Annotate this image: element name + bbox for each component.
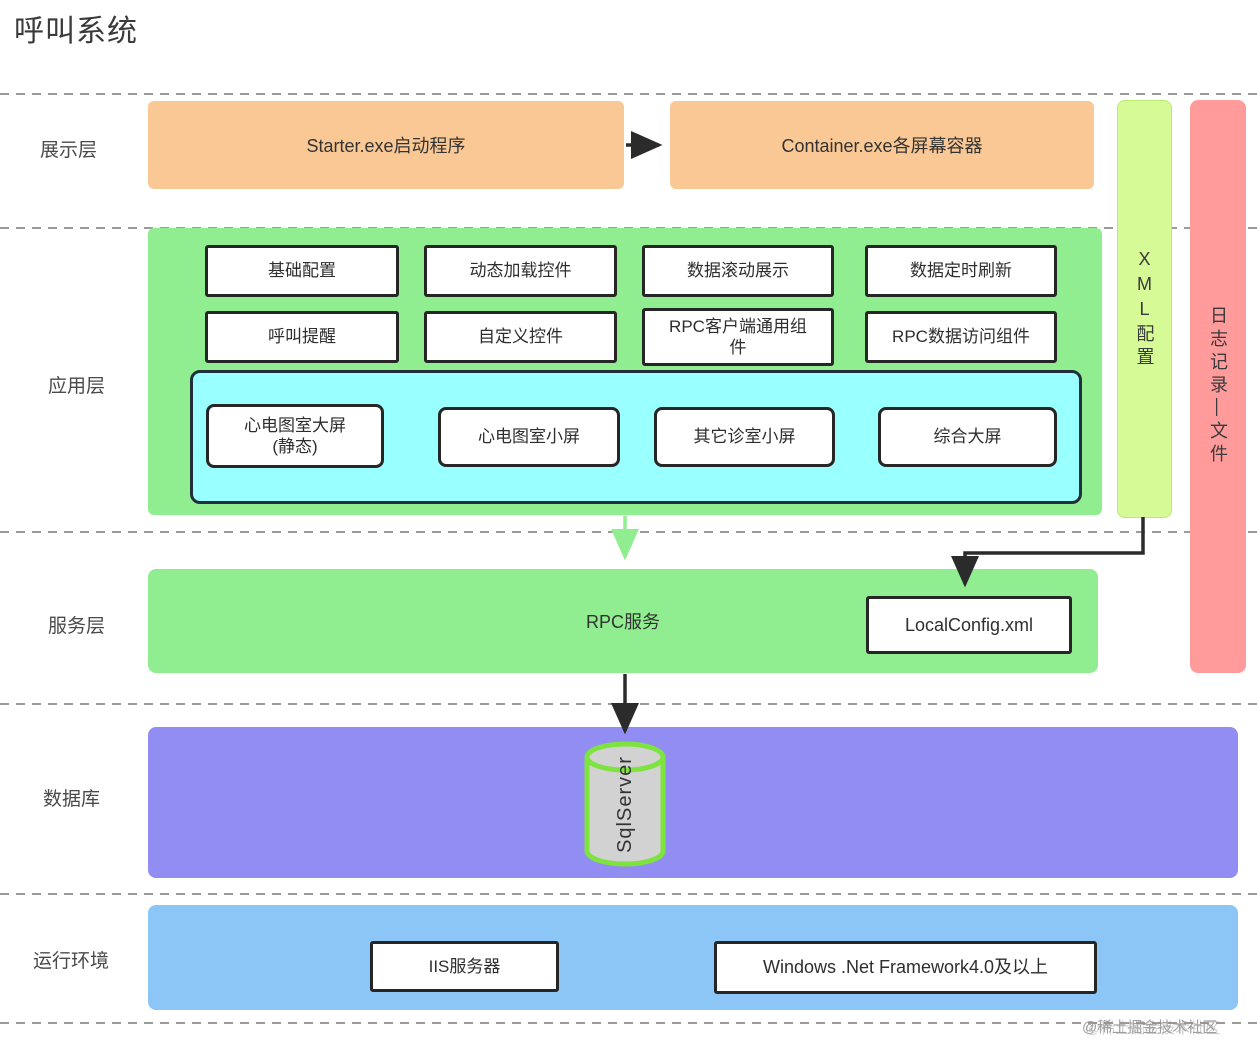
layer-separator — [0, 893, 1257, 895]
label-application-layer: 应用层 — [48, 376, 106, 397]
xml-config-column: XML配置 — [1117, 100, 1172, 518]
screen-other-clinic: 其它诊室小屏 — [654, 407, 835, 467]
xml-config-label: XML配置 — [1134, 248, 1155, 370]
component-custom-control: 自定义控件 — [424, 311, 617, 363]
sqlserver-label-wrap: SqlServer — [583, 741, 667, 867]
log-file-column: 日志记录—文件 — [1190, 100, 1246, 673]
component-rpc-client: RPC客户端通用组 件 — [642, 308, 834, 366]
watermark: @稀土掘金技术社区 — [1082, 1019, 1218, 1036]
label-runtime-layer: 运行环境 — [33, 951, 110, 972]
component-basic-config: 基础配置 — [205, 245, 399, 297]
dotnet-framework-box: Windows .Net Framework4.0及以上 — [714, 941, 1097, 994]
screen-label: 心电图室大屏 — [244, 415, 346, 435]
screen-label: 心电图室小屏 — [478, 427, 580, 447]
screen-label: 其它诊室小屏 — [693, 427, 796, 447]
log-file-label: 日志记录—文件 — [1208, 306, 1228, 467]
layer-separator — [0, 1022, 1257, 1024]
localconfig-xml-box: LocalConfig.xml — [866, 596, 1072, 654]
component-data-scroll: 数据滚动展示 — [642, 245, 834, 297]
screen-ecg-small: 心电图室小屏 — [438, 407, 620, 467]
screen-ecg-big: 心电图室大屏 (静态) — [206, 404, 384, 468]
label-presentation-layer: 展示层 — [40, 140, 98, 161]
component-dynamic-load: 动态加载控件 — [424, 245, 617, 297]
label-service-layer: 服务层 — [48, 616, 106, 637]
label-database-layer: 数据库 — [43, 789, 101, 810]
layer-separator — [0, 93, 1257, 95]
iis-server-box: IIS服务器 — [370, 941, 559, 992]
container-exe-box: Container.exe各屏幕容器 — [670, 101, 1094, 189]
starter-exe-box: Starter.exe启动程序 — [148, 101, 624, 189]
page-title: 呼叫系统 — [14, 15, 138, 48]
layer-separator — [0, 531, 1257, 533]
component-rpc-data: RPC数据访问组件 — [865, 311, 1057, 363]
component-data-refresh: 数据定时刷新 — [865, 245, 1057, 297]
layer-separator — [0, 703, 1257, 705]
sqlserver-cylinder — [584, 741, 666, 867]
screen-label: 综合大屏 — [933, 427, 1002, 447]
screen-label-line2: (静态) — [272, 437, 318, 456]
database-layer-panel — [148, 727, 1238, 878]
screen-composite-big: 综合大屏 — [878, 407, 1057, 467]
component-call-alert: 呼叫提醒 — [205, 311, 399, 363]
sqlserver-label: SqlServer — [613, 755, 636, 853]
